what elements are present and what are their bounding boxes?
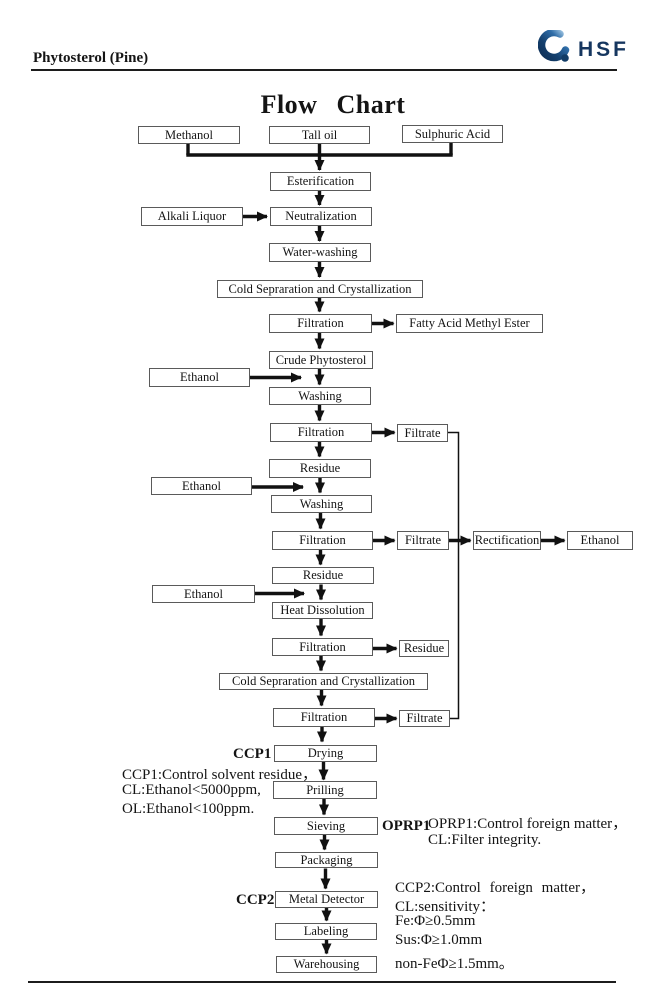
label-ccp1: CCP1 xyxy=(233,746,272,762)
node-esterification: Esterification xyxy=(270,172,371,191)
node-neutralization: Neutralization xyxy=(270,207,372,226)
note-oprp1-line2: CL:Filter integrity. xyxy=(428,832,542,848)
note-ccp2-line3: Fe:Φ≥0.5mm xyxy=(395,913,476,929)
node-methanol: Methanol xyxy=(138,126,240,144)
node-filtration-5: Filtration xyxy=(273,708,375,727)
logo: HSF xyxy=(538,30,629,64)
note-ccp1-line1: CCP1:Control solvent residue， xyxy=(122,767,318,783)
node-ethanol-recovered: Ethanol xyxy=(567,531,633,550)
node-filtrate-2: Filtrate xyxy=(397,531,449,550)
node-sieving: Sieving xyxy=(274,817,378,835)
label-ccp2: CCP2 xyxy=(236,892,275,908)
node-water-washing: Water-washing xyxy=(269,243,371,262)
hsf-logo-icon xyxy=(538,30,570,62)
page-title: Flow Chart xyxy=(260,90,406,119)
node-washing-1: Washing xyxy=(269,387,371,405)
node-alkali-liquor: Alkali Liquor xyxy=(141,207,243,226)
note-ccp2-line4: Sus:Φ≥1.0mm xyxy=(395,932,483,948)
node-rectification: Rectification xyxy=(473,531,541,550)
node-tall-oil: Tall oil xyxy=(269,126,370,144)
footer-rule xyxy=(28,981,616,983)
header-rule xyxy=(31,69,617,71)
node-cold-separation-1: Cold Sepraration and Crystallization xyxy=(217,280,423,298)
label-oprp1: OPRP1 xyxy=(382,818,431,834)
node-residue-3: Residue xyxy=(399,640,449,657)
node-heat-dissolution: Heat Dissolution xyxy=(272,602,373,619)
node-fatty-acid-methyl-ester: Fatty Acid Methyl Ester xyxy=(396,314,543,333)
note-ccp2-line5: non-FeΦ≥1.5mm。 xyxy=(395,956,514,972)
note-oprp1-line1: OPRP1:Control foreign matter， xyxy=(428,816,628,832)
node-crude-phytosterol: Crude Phytosterol xyxy=(269,351,373,369)
node-ethanol-1: Ethanol xyxy=(149,368,250,387)
node-filtrate-1: Filtrate xyxy=(397,424,448,442)
node-ethanol-2: Ethanol xyxy=(151,477,252,495)
node-filtrate-3: Filtrate xyxy=(399,710,450,727)
logo-text: HSF xyxy=(578,38,629,61)
note-ccp1-line3: OL:Ethanol<100ppm. xyxy=(122,801,255,817)
node-sulphuric-acid: Sulphuric Acid xyxy=(402,125,503,143)
node-residue-1: Residue xyxy=(269,459,371,478)
node-filtration-3: Filtration xyxy=(272,531,373,550)
node-ethanol-3: Ethanol xyxy=(152,585,255,603)
node-prilling: Prilling xyxy=(273,781,377,799)
node-packaging: Packaging xyxy=(275,852,378,868)
node-washing-2: Washing xyxy=(271,495,372,513)
node-filtration-4: Filtration xyxy=(272,638,373,656)
note-ccp1-line2: CL:Ethanol<5000ppm, xyxy=(122,782,261,798)
note-ccp2-line2: CL:sensitivity： xyxy=(395,899,496,915)
document-title: Phytosterol (Pine) xyxy=(33,50,149,66)
node-labeling: Labeling xyxy=(275,923,377,940)
node-filtration-1: Filtration xyxy=(269,314,372,333)
note-ccp2-line1: CCP2:Control foreign matter， xyxy=(395,880,595,896)
node-filtration-2: Filtration xyxy=(270,423,372,442)
node-residue-2: Residue xyxy=(272,567,374,584)
node-drying: Drying xyxy=(274,745,377,762)
node-warehousing: Warehousing xyxy=(276,956,377,973)
node-cold-separation-2: Cold Sepraration and Crystallization xyxy=(219,673,428,690)
node-metal-detector: Metal Detector xyxy=(275,891,378,908)
